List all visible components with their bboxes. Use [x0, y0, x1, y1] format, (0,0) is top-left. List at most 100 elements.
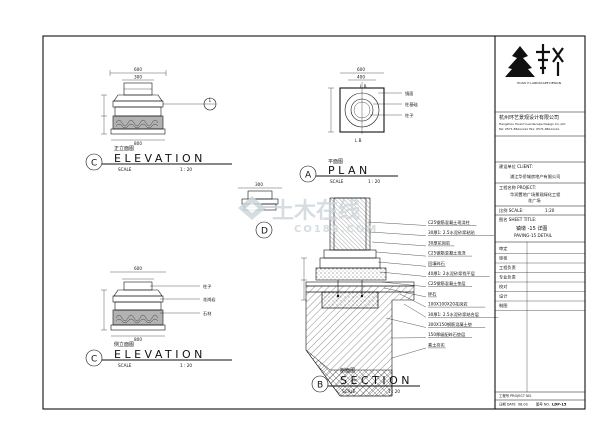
section-scale-label: SCALE: [342, 389, 356, 394]
project-no-label: 工程号 PROJECT NO.: [499, 393, 532, 398]
section-leader-line: [385, 317, 427, 328]
project-value-1: 华润置地广场景观绿化工程: [510, 191, 561, 198]
side-elevation-scale-label: SCALE: [118, 363, 132, 368]
plan-view: 600 400 L B 镜面 柱基础 柱子 L B A 平面图 PLAN SCA…: [299, 67, 418, 184]
front-elevation-view: 600 300 800 1 C 正立面图 ELEVATION: [85, 67, 232, 172]
dim-front-bottom: 800: [134, 141, 142, 146]
project-value-2: 花广场: [528, 197, 541, 204]
section-view: B 剖面图 SECTION SCALE 1 : 20: [301, 197, 427, 397]
section-leader-line: [403, 303, 427, 318]
section-leader-line: [383, 287, 427, 298]
section-leader-line: [379, 271, 427, 277]
side-elevation-title-cn: 侧立面图: [114, 341, 134, 348]
section-leader-line: [369, 231, 427, 236]
section-title-en: SECTION: [340, 374, 413, 387]
title-block: HUAN YI LANDSCAPE DESIGN 杭州环艺景观设计有限公司 Ha…: [494, 36, 585, 409]
plan-title-cn: 平面图: [328, 159, 343, 165]
section-callout-12: 素土夯实: [428, 341, 445, 348]
section-callout-5: 40厚1: 2水泥砂浆找平层: [428, 270, 475, 277]
date-label: 日期 DATE: [499, 402, 516, 407]
dim-front-top: 600: [134, 67, 142, 72]
watermark: 土木在线 CO188.COM: [238, 196, 378, 235]
front-elevation-title-cn: 正立面图: [114, 145, 134, 152]
section-callout-1: 30厚1: 2.5水泥砂浆粘贴: [428, 229, 475, 236]
plan-scale: 1 : 20: [368, 179, 380, 184]
section-callout-0: C25钢筋混凝土现浇柱: [428, 219, 471, 226]
section-leader-line: [391, 347, 427, 359]
section-callout-2: 30厚花岗岩: [428, 239, 450, 246]
dim-front-mid: 300: [134, 75, 142, 80]
section-leader-line: [371, 241, 427, 247]
title-block-row-label-6: 制图: [499, 302, 507, 309]
section-circle-label: B: [317, 381, 323, 391]
section-callout-4: 回填碎石: [428, 260, 445, 267]
title-block-row-label-3: 专业负责: [499, 274, 516, 281]
watermark-brand: 土木在线: [272, 198, 360, 224]
plan-section-mark: L B: [360, 84, 367, 89]
sheet-title-label: 图名 SHEET TITLE:: [499, 216, 536, 223]
side-callout-0: 柱子: [203, 283, 211, 290]
side-elevation-circle-label: C: [91, 355, 97, 365]
sheet-border: [42, 35, 586, 410]
plan-callout-1: 柱基础: [405, 101, 418, 108]
section-scale: 1 : 20: [388, 389, 400, 394]
company-name-cn: 杭州环艺景观设计有限公司: [499, 114, 559, 121]
dwg-no-label: 图号 NO.: [536, 402, 550, 407]
view-circle-plan: [299, 165, 317, 183]
plan-circle-label: A: [305, 171, 312, 181]
dim-plan-width: 600: [357, 67, 365, 72]
company-contact: Tel: 0571-86xxxxxx Fax: 0571-86xxxxxx: [498, 127, 560, 131]
scale-value: 1:20: [545, 208, 555, 213]
dim-plan-inner: 400: [357, 75, 365, 80]
side-elevation-view: 600 800 柱子 花岗岩 石材 C 侧立面图 ELEVATION SCALE…: [85, 266, 232, 368]
detail-d-circle-label: D: [261, 227, 268, 237]
plan-callout-2: 柱子: [405, 112, 413, 119]
front-elevation-scale: 1 : 20: [180, 167, 192, 172]
front-elevation-circle-label: C: [91, 159, 97, 169]
title-block-row-label-5: 设计: [499, 293, 507, 300]
scale-label: 比例 SCALE:: [499, 207, 524, 214]
title-block-row-label-4: 校对: [499, 283, 507, 290]
section-callout-8: 100X100X20花岗岩: [428, 301, 468, 308]
sheet-title-en: PAVING-15 DETAIL: [514, 233, 553, 238]
section-title-cn: 剖面图: [340, 367, 355, 374]
view-circle-side: [85, 349, 103, 367]
company-name-en: Hangzhou HuanYi Landscape Design Co.,Ltd: [499, 122, 565, 126]
section-leader-line: [399, 293, 427, 308]
side-elevation-title-en: ELEVATION: [114, 348, 206, 361]
watermark-url: CO188.COM: [294, 224, 378, 235]
sheet-title-cn: 镇墩 -15 详图: [516, 225, 547, 232]
view-circle-front: [85, 153, 103, 171]
section-leader-line: [367, 221, 427, 226]
plan-title-en: PLAN: [328, 164, 371, 177]
plan-callout-0: 镜面: [405, 90, 413, 97]
section-callouts: C25钢筋混凝土现浇柱 30厚1: 2.5水泥砂浆粘贴 30厚花岗岩 C25钢筋混凝土…: [428, 219, 499, 348]
section-callout-11: 150厚级配碎石垫层: [428, 331, 465, 338]
dim-side-bottom: 800: [134, 337, 142, 342]
client-label: 建设单位 CLIENT:: [499, 163, 533, 170]
title-block-row-label-2: 工程负责: [499, 264, 516, 271]
side-callout-1: 花岗岩: [203, 296, 216, 303]
title-block-row-label-1: 审核: [499, 255, 508, 262]
section-callout-7: 碎石: [428, 290, 436, 297]
dim-small-d: 300: [255, 182, 263, 187]
project-label: 工程名称 PROJECT:: [499, 184, 536, 191]
view-circle-d: [255, 221, 273, 239]
front-elevation-scale-label: SCALE: [118, 167, 132, 172]
side-callout-2: 石材: [203, 310, 211, 317]
section-callout-3: C25钢筋混凝土现浇: [428, 250, 466, 257]
logo-caption: HUAN YI LANDSCAPE DESIGN: [517, 81, 561, 85]
callout-front-1: 1: [209, 98, 212, 103]
section-callout-9: 30厚1: 2.5水泥砂浆结合层: [428, 311, 479, 318]
client-value: 浦江华侨城房地产有限公司: [510, 173, 560, 180]
section-callout-10: 300X150钢筋混凝土垫: [428, 321, 473, 328]
section-leader-line: [375, 251, 427, 257]
side-elevation-scale: 1 : 20: [180, 363, 192, 368]
front-elevation-title-en: ELEVATION: [114, 152, 206, 165]
dwg-no-value: LDP-15: [552, 403, 567, 407]
section-leader-line: [377, 261, 427, 267]
section-callout-6: C25钢筋混凝土垫层: [428, 280, 466, 287]
plan-scale-label: SCALE: [330, 179, 344, 184]
view-circle-section: [311, 375, 329, 393]
